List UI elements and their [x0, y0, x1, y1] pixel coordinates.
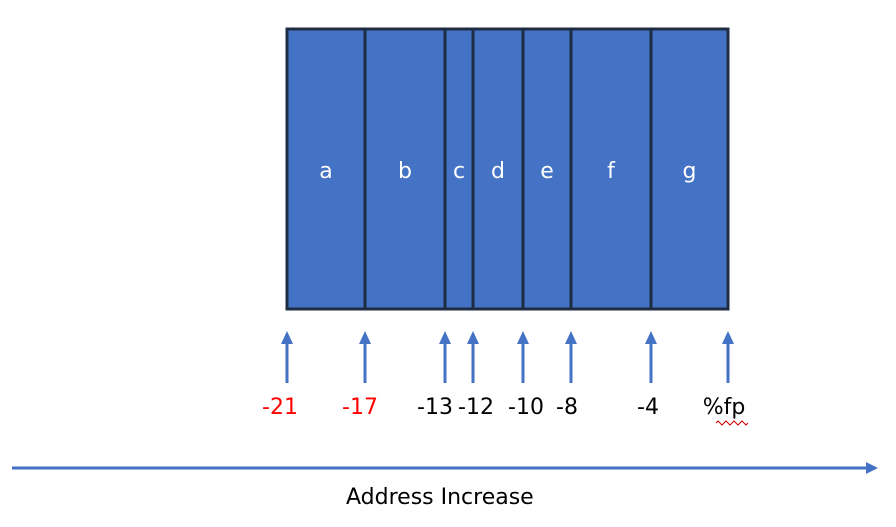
- address-increase-label: Address Increase: [346, 485, 534, 510]
- offset-label: -13: [417, 395, 453, 420]
- offset-label: -10: [508, 395, 544, 420]
- memory-cell-c: [443, 27, 475, 311]
- offset-label: -8: [556, 395, 578, 420]
- offset-arrowhead: [439, 331, 451, 344]
- offset-arrowhead: [645, 331, 657, 344]
- offset-label: %fp: [703, 395, 746, 420]
- memory-cell-b: [363, 27, 447, 311]
- offset-arrowhead: [359, 331, 371, 344]
- offset-arrowhead: [281, 331, 293, 344]
- spellcheck-underline: [715, 420, 749, 426]
- memory-cell-a: [285, 27, 367, 311]
- memory-cell-label-b: b: [398, 159, 412, 184]
- memory-cell-f: [569, 27, 653, 311]
- offset-label: -4: [637, 395, 659, 420]
- offset-arrows: [281, 331, 734, 383]
- memory-cell-label-d: d: [491, 159, 505, 184]
- memory-cell-g: [649, 27, 730, 311]
- offset-label: -12: [458, 395, 494, 420]
- memory-cells: a b c d e f g: [285, 27, 730, 311]
- memory-cell-label-g: g: [683, 159, 697, 184]
- offset-arrowhead: [467, 331, 479, 344]
- offset-arrowhead: [517, 331, 529, 344]
- offset-label: -17: [342, 395, 378, 420]
- memory-cell-label-a: a: [319, 159, 332, 184]
- memory-cell-label-f: f: [607, 159, 616, 184]
- memory-cell-e: [521, 27, 573, 311]
- offset-arrowhead: [722, 331, 734, 344]
- address-axis-arrowhead: [866, 462, 878, 474]
- offset-arrowhead: [565, 331, 577, 344]
- memory-cell-label-c: c: [453, 159, 465, 184]
- offset-label: -21: [262, 395, 298, 420]
- offset-labels: -21 -17 -13-12 -10 -8 -4 %fp: [262, 395, 749, 426]
- memory-cell-label-e: e: [540, 159, 554, 184]
